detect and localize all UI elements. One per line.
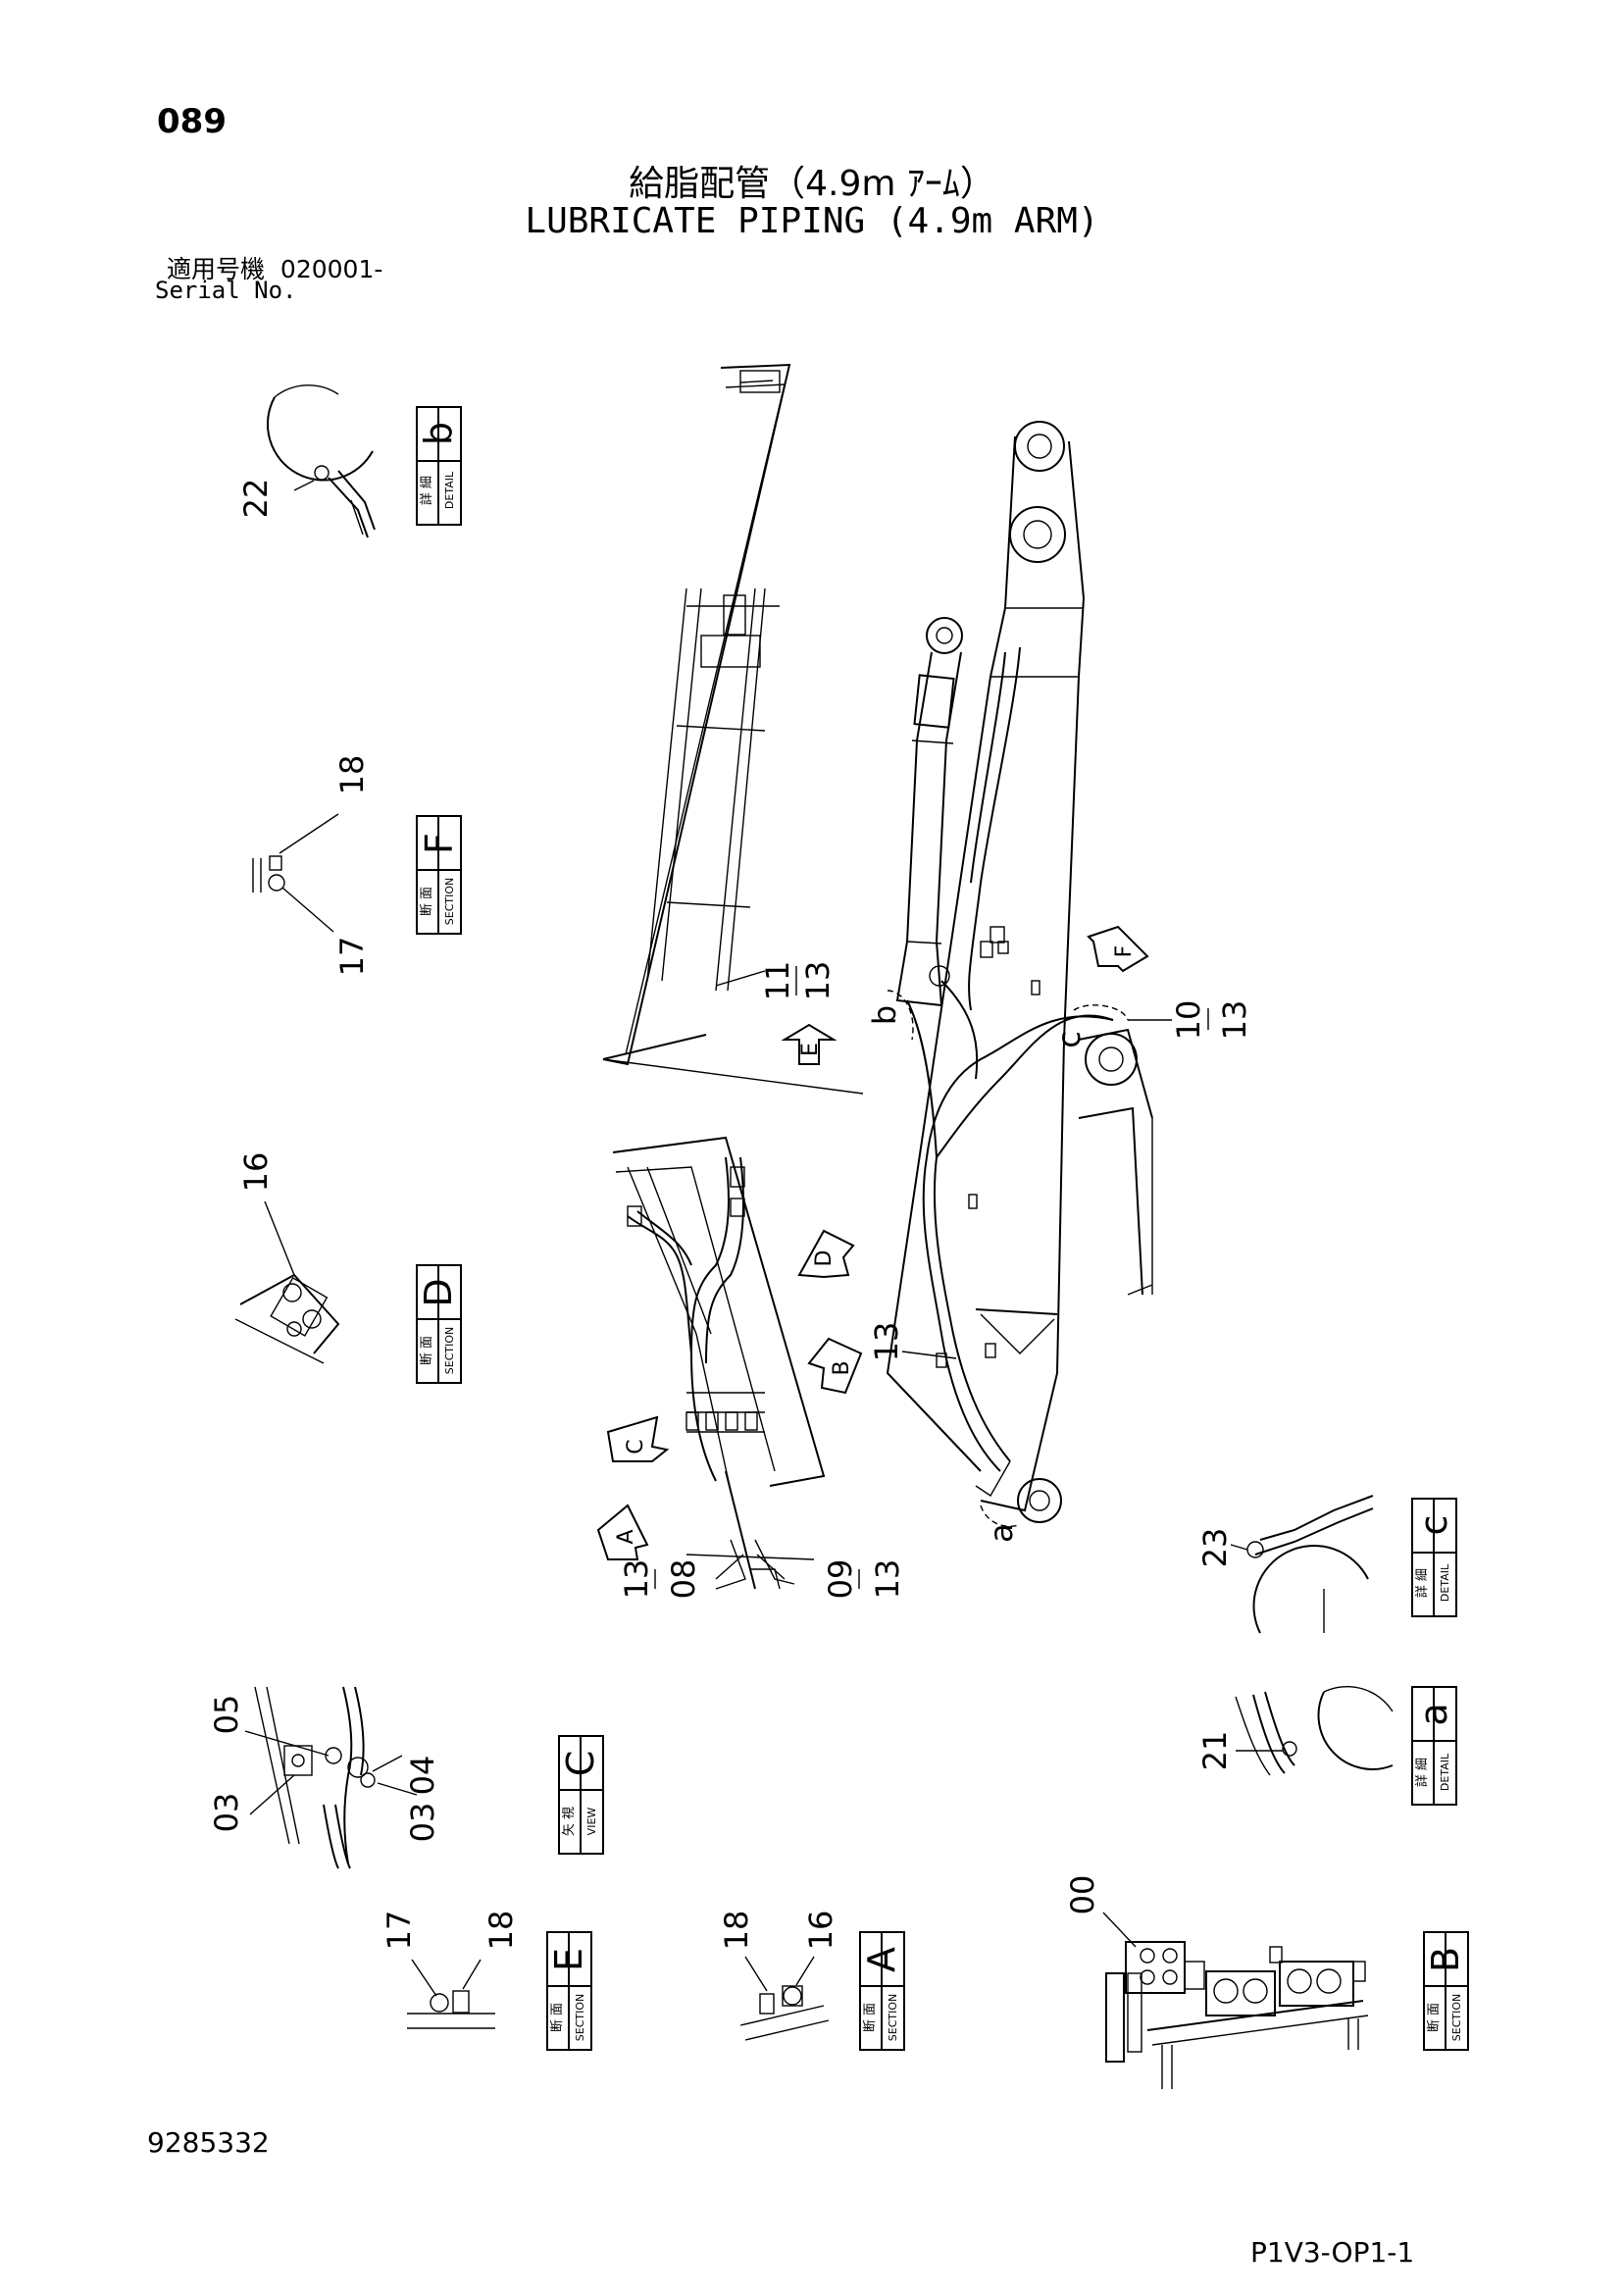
serial-label: 適用号機 020001- (167, 250, 382, 285)
view-tag-B-ja: 断 面 (1427, 2003, 1442, 2032)
view-tag-c-ja: 詳 細 (1414, 1568, 1430, 1598)
callout-21: 21 (1196, 1731, 1234, 1771)
view-arrow-letter-A: A (614, 1529, 638, 1544)
view-tag-C-ja: 矢 視 (562, 1807, 577, 1836)
serial-label-ja: 適用号機 (167, 255, 266, 283)
view-tag-F-ja: 断 面 (420, 887, 434, 916)
view-tag-C: C 矢 視 VIEW (558, 1735, 604, 1855)
callout-05: 05 (208, 1695, 245, 1735)
detail-b-drawing: 22 (237, 384, 376, 538)
section-B-drawing: 00 (1064, 1875, 1369, 2089)
view-arrow-C: C (606, 1415, 670, 1462)
callout-03-left: 03 (208, 1793, 245, 1833)
view-tag-b-letter: b (417, 422, 460, 445)
serial-label-en: Serial No. (155, 277, 297, 304)
view-arrow-E: E (781, 1023, 837, 1065)
title-japanese: 給脂配管（4.9m ｱｰﾑ） (629, 164, 995, 204)
callout-09: 09 (822, 1559, 859, 1600)
view-tag-A-letter: A (860, 1947, 903, 1972)
view-arrow-B: B (807, 1337, 863, 1395)
view-tag-c: c 詳 細 DETAIL (1411, 1498, 1457, 1617)
view-tag-F: F 断 面 SECTION (416, 815, 462, 935)
view-tag-F-en: SECTION (443, 878, 456, 925)
view-tag-c-letter: c (1412, 1515, 1455, 1536)
callout-16-A: 16 (802, 1911, 839, 1951)
main-arm-assembly (602, 363, 1153, 1590)
view-arrow-letter-C: C (624, 1439, 648, 1454)
detail-c-drawing: 23 (1196, 1495, 1374, 1634)
callout-17-F: 17 (333, 937, 371, 977)
view-tag-C-letter: C (559, 1751, 602, 1777)
view-tag-D-en: SECTION (443, 1327, 456, 1374)
callout-10: 10 (1170, 1000, 1207, 1041)
view-arrow-letter-B: B (830, 1360, 854, 1375)
callout-13-a: 13 (799, 961, 837, 1001)
callout-04: 04 (404, 1756, 441, 1796)
view-tag-a-letter: a (1412, 1703, 1455, 1725)
detail-mark-b: b (866, 1005, 903, 1025)
view-tag-A-ja: 断 面 (863, 2003, 878, 2032)
view-tag-E-letter: E (547, 1948, 590, 1971)
view-tag-A-en: SECTION (887, 1994, 899, 2041)
callout-08: 08 (665, 1559, 702, 1600)
section-E-drawing: 17 18 (381, 1911, 520, 2029)
callout-18-E: 18 (482, 1911, 520, 1951)
view-tag-a-en: DETAIL (1439, 1753, 1451, 1791)
view-tag-b-ja: 詳 細 (419, 476, 434, 505)
view-tag-a-ja: 詳 細 (1414, 1758, 1430, 1787)
section-F-drawing: 18 17 (252, 755, 371, 977)
section-D-drawing: 16 (234, 1152, 340, 1364)
view-arrow-F: F (1087, 925, 1149, 973)
view-tag-E-ja: 断 面 (550, 2003, 565, 2032)
view-tag-b-en: DETAIL (443, 471, 456, 509)
detail-mark-a: a (983, 1523, 1020, 1543)
view-tag-c-en: DETAIL (1439, 1563, 1451, 1602)
callout-17-E: 17 (381, 1911, 418, 1951)
view-tag-A: A 断 面 SECTION (859, 1931, 905, 2051)
view-tag-B: B 断 面 SECTION (1423, 1931, 1469, 2051)
view-tag-F-letter: F (418, 833, 461, 854)
view-arrow-letter-D: D (812, 1250, 837, 1267)
serial-value: 020001- (279, 255, 383, 283)
callout-11: 11 (759, 961, 796, 1001)
view-arrow-letter-E: E (798, 1043, 823, 1056)
view-tag-E-en: SECTION (574, 1994, 586, 2041)
view-tag-b: b 詳 細 DETAIL (416, 406, 462, 526)
view-arrow-letter-F: F (1112, 945, 1137, 958)
view-tag-D-ja: 断 面 (420, 1336, 434, 1365)
callout-16-D: 16 (237, 1152, 275, 1193)
view-tag-D: D 断 面 SECTION (416, 1264, 462, 1384)
view-tag-B-en: SECTION (1450, 1994, 1463, 2041)
page-number: 089 (157, 102, 227, 141)
callout-13-e: 13 (869, 1559, 906, 1600)
view-tag-E: E 断 面 SECTION (546, 1931, 592, 2051)
document-number: 9285332 (147, 2126, 270, 2159)
detail-mark-c: c (1050, 1031, 1088, 1048)
callout-13-d: 13 (618, 1559, 655, 1600)
view-tag-B-letter: B (1424, 1947, 1467, 1972)
page-code: P1V3-OP1-1 (1250, 2236, 1415, 2269)
callout-23: 23 (1196, 1528, 1234, 1568)
detail-a-drawing: 21 (1196, 1685, 1394, 1776)
view-arrows: E F D B C A (596, 925, 1149, 1560)
view-tag-C-en: VIEW (585, 1808, 598, 1836)
callout-00: 00 (1064, 1875, 1101, 1915)
callout-18-A: 18 (718, 1911, 755, 1951)
callout-13-b: 13 (1216, 1000, 1253, 1041)
view-tag-a: a 詳 細 DETAIL (1411, 1686, 1457, 1806)
callout-03-right: 03 (404, 1803, 441, 1843)
main-callouts: 11 13 10 13 13 13 08 09 13 (618, 961, 1253, 1600)
view-tag-D-letter: D (417, 1278, 460, 1306)
view-C-drawing: 05 03 04 03 (208, 1686, 441, 1869)
section-A-drawing: 18 16 (718, 1911, 839, 2041)
callout-13-c: 13 (868, 1322, 905, 1362)
title-english: LUBRICATE PIPING (4.9m ARM) (525, 201, 1099, 241)
view-arrow-D: D (797, 1229, 855, 1279)
view-arrow-A: A (596, 1504, 649, 1560)
callout-18-F: 18 (333, 755, 371, 795)
callout-22: 22 (237, 479, 275, 519)
